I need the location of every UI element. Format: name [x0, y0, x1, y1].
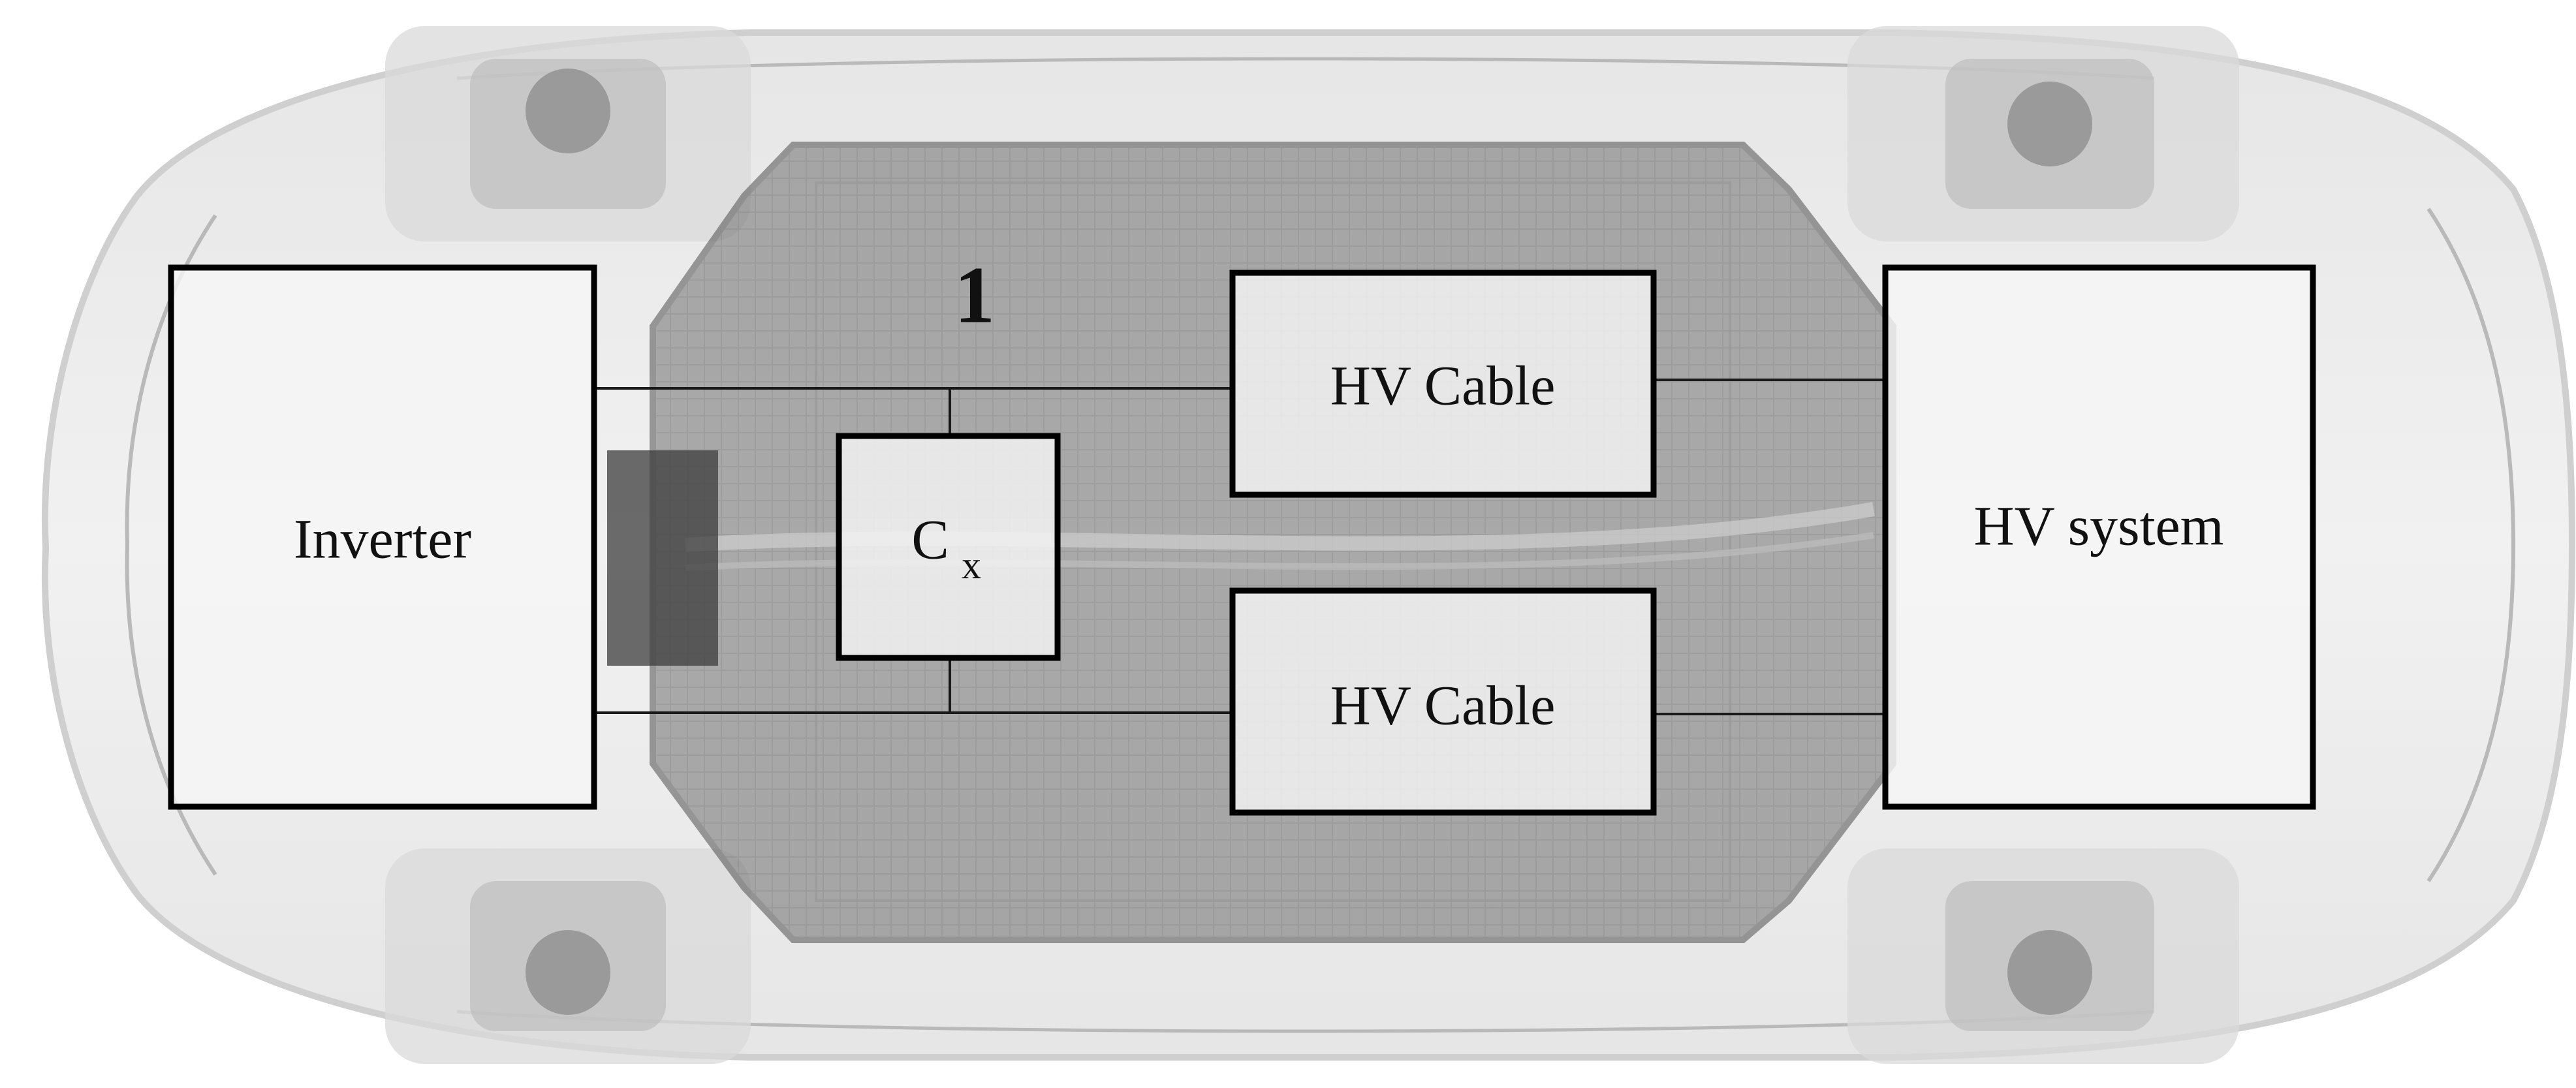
- hv-cable-top-block: HV Cable: [1229, 270, 1657, 498]
- capacitor-block: C x: [836, 433, 1061, 661]
- marker-number: 1: [954, 250, 995, 339]
- capacitor-label: C: [911, 508, 949, 571]
- hv-cable-bottom-label: HV Cable: [1330, 674, 1556, 737]
- hv-system-label: HV system: [1973, 495, 2223, 557]
- wheel-front-right: [385, 848, 751, 1064]
- hv-system-block: HV system: [1882, 264, 2316, 810]
- inverter-label: Inverter: [294, 508, 471, 570]
- inverter-block: Inverter: [168, 264, 597, 810]
- hv-cable-bottom-block: HV Cable: [1229, 587, 1657, 816]
- capacitor-subscript: x: [962, 544, 981, 587]
- hv-cable-top-label: HV Cable: [1330, 354, 1556, 417]
- wheel-front-left: [385, 26, 751, 241]
- battery-pack-illustration: [607, 142, 1896, 943]
- hv-wiring: [594, 379, 1883, 715]
- wheel-rear-right: [1847, 848, 2239, 1064]
- wheel-rear-left: [1847, 26, 2239, 241]
